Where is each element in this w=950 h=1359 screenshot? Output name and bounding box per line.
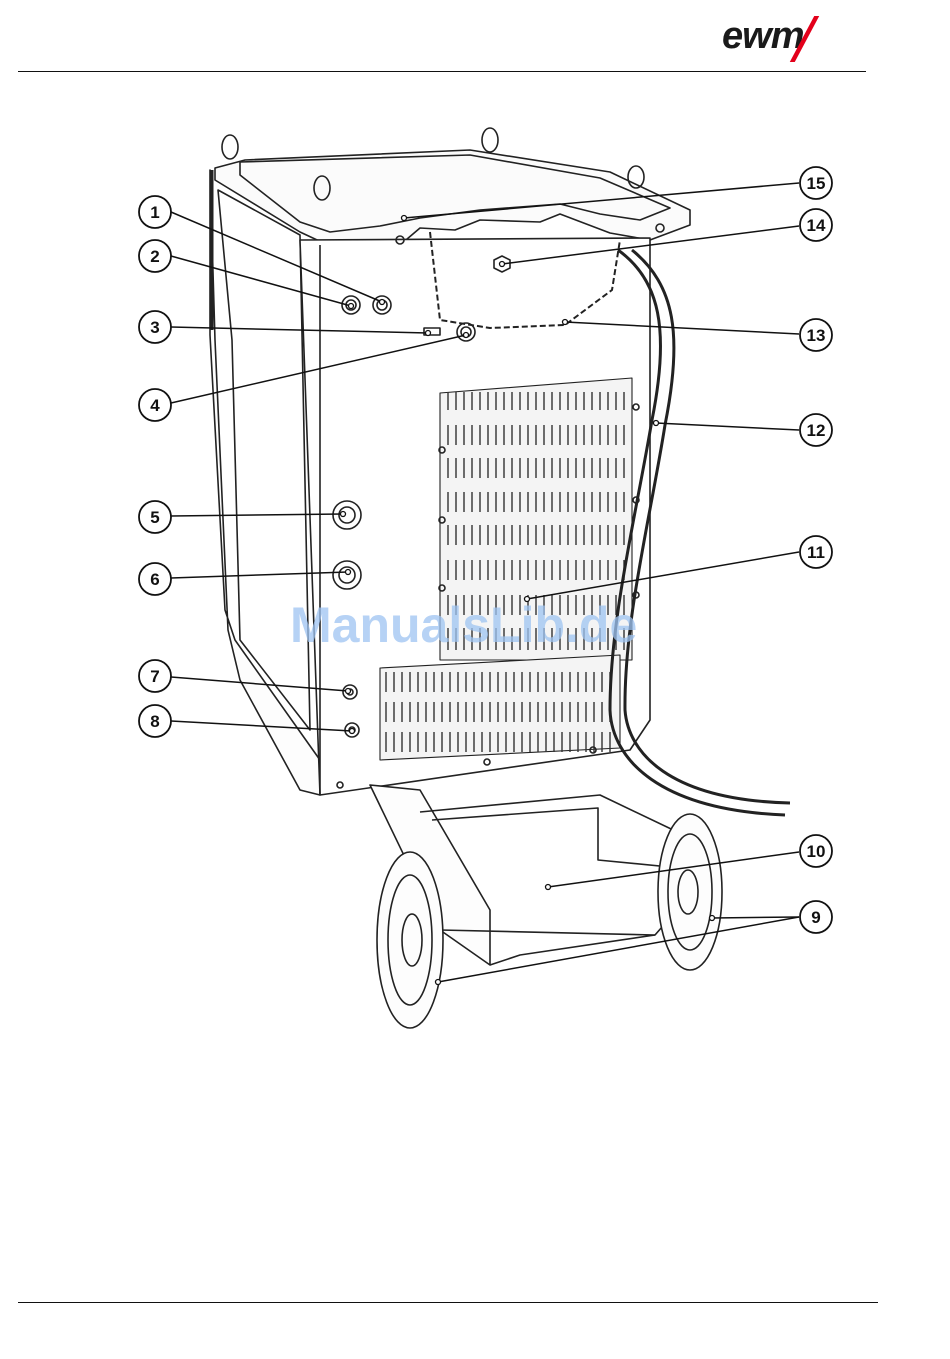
callout-5: 5: [139, 501, 171, 533]
callout-number: 9: [811, 908, 820, 927]
callout-10: 10: [800, 835, 832, 867]
callout-number: 14: [807, 216, 826, 235]
callout-number: 3: [150, 318, 159, 337]
callout-9: 9: [800, 901, 832, 933]
callout-12: 12: [800, 414, 832, 446]
callout-7: 7: [139, 660, 171, 692]
footer-rule: [18, 1302, 878, 1303]
callout-number: 4: [150, 396, 160, 415]
callout-number: 6: [150, 570, 159, 589]
callout-number: 11: [807, 543, 825, 562]
callout-13: 13: [800, 319, 832, 351]
callout-1: 1: [139, 196, 171, 228]
callout-number: 5: [150, 508, 159, 527]
callout-number: 12: [807, 421, 826, 440]
callout-number: 10: [807, 842, 826, 861]
callout-number: 7: [150, 667, 159, 686]
callout-15: 15: [800, 167, 832, 199]
callout-number: 1: [150, 203, 159, 222]
callout-11: 11: [800, 536, 832, 568]
callout-4: 4: [139, 389, 171, 421]
callout-8: 8: [139, 705, 171, 737]
callout-14: 14: [800, 209, 832, 241]
callout-number: 2: [150, 247, 159, 266]
callout-number: 8: [150, 712, 159, 731]
callout-3: 3: [139, 311, 171, 343]
manualslib-watermark: ManualsLib.de: [290, 596, 670, 654]
callout-number: 15: [807, 174, 826, 193]
callout-2: 2: [139, 240, 171, 272]
callout-number: 13: [807, 326, 826, 345]
callout-6: 6: [139, 563, 171, 595]
